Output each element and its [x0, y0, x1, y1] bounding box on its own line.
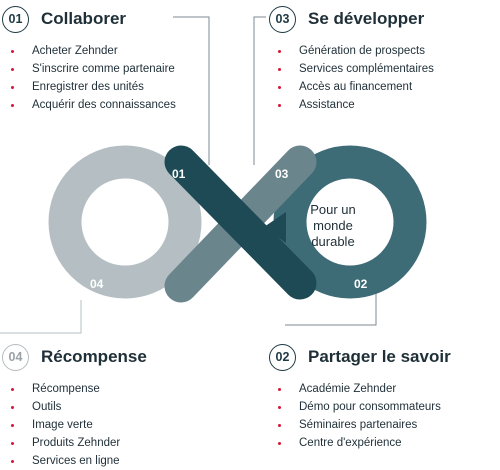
section-list: Acheter Zehnder S'inscrire comme partena… [2, 42, 176, 114]
section-recompense: 04 Récompense Récompense Outils Image ve… [2, 342, 147, 470]
section-se-developper: 03 Se développer Génération de prospects… [269, 4, 434, 114]
list-item: Académie Zehnder [269, 380, 451, 398]
loop-label-01: 01 [172, 167, 186, 181]
section-title: Se développer [308, 9, 425, 28]
list-item: Démo pour consommateurs [269, 398, 451, 416]
connector-line-02 [285, 288, 377, 326]
section-title: Récompense [41, 347, 147, 366]
front-diagonal-band [164, 145, 317, 300]
list-item: Image verte [2, 416, 147, 434]
center-text-line-1: Pour un [310, 202, 356, 217]
step-badge: 02 [269, 343, 296, 371]
center-text-line-3: durable [311, 234, 354, 249]
center-pointer [264, 212, 286, 243]
list-item: Accès au financement [269, 78, 434, 96]
list-item: Acheter Zehnder [2, 42, 176, 60]
loop-label-02: 02 [354, 277, 368, 291]
section-list: Récompense Outils Image verte Produits Z… [2, 380, 147, 470]
step-badge: 01 [2, 5, 29, 33]
section-partager-le-savoir: 02 Partager le savoir Académie Zehnder D… [269, 342, 451, 452]
list-item: Séminaires partenaires [269, 416, 451, 434]
list-item: Génération de prospects [269, 42, 434, 60]
list-item: Produits Zehnder [2, 434, 147, 452]
list-item: Outils [2, 398, 147, 416]
list-item: Récompense [2, 380, 147, 398]
list-item: Services en ligne [2, 452, 147, 470]
section-header: 01 Collaborer [2, 4, 176, 34]
step-badge: 03 [269, 5, 296, 33]
right-loop-ring [273, 145, 427, 299]
list-item: S'inscrire comme partenaire [2, 60, 176, 78]
list-item: Assistance [269, 96, 434, 114]
section-header: 04 Récompense [2, 342, 147, 372]
connector-line-03 [253, 16, 266, 165]
connector-line-04 [0, 300, 82, 334]
section-header: 02 Partager le savoir [269, 342, 451, 372]
section-title: Partager le savoir [308, 347, 451, 366]
loop-label-04: 04 [90, 277, 104, 291]
list-item: Centre d'expérience [269, 434, 451, 452]
list-item: Acquérir des connaissances [2, 96, 176, 114]
section-list: Académie Zehnder Démo pour consommateurs… [269, 380, 451, 452]
section-list: Génération de prospects Services complém… [269, 42, 434, 114]
section-header: 03 Se développer [269, 4, 434, 34]
step-badge: 04 [2, 343, 29, 371]
list-item: Services complémentaires [269, 60, 434, 78]
left-loop-ring [48, 145, 202, 299]
loop-label-03: 03 [275, 167, 289, 181]
section-collaborer: 01 Collaborer Acheter Zehnder S'inscrire… [2, 4, 176, 114]
section-title: Collaborer [41, 9, 127, 28]
connector-line-01 [173, 16, 210, 165]
list-item: Enregistrer des unités [2, 78, 176, 96]
center-text-line-2: monde [313, 218, 353, 233]
